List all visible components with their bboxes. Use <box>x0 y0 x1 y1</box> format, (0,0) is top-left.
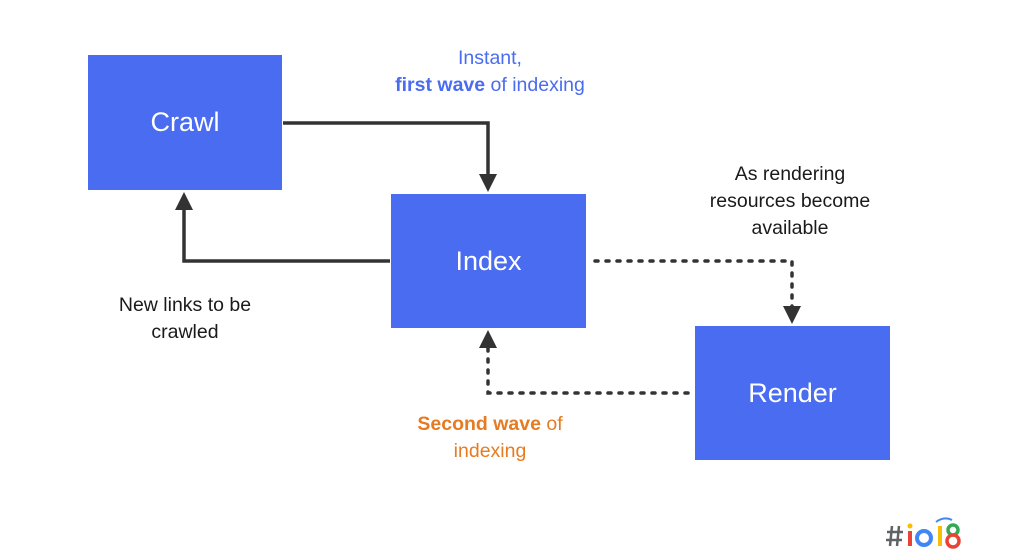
logo-i1 <box>908 531 912 546</box>
as-rendering-label: As rendering resources become available <box>670 161 910 242</box>
render-node: Render <box>695 326 890 460</box>
crawl-node: Crawl <box>88 55 282 190</box>
index-to-crawl-arrowhead <box>175 192 193 210</box>
render-node-label: Render <box>748 377 837 408</box>
io18-logo <box>886 516 986 550</box>
crawl-to-index-arrow <box>283 121 490 185</box>
render-to-index-arrowhead <box>479 330 497 348</box>
logo-1 <box>938 526 942 546</box>
render-to-index-arrow <box>486 343 690 395</box>
new-links-line2: crawled <box>151 321 219 343</box>
index-to-crawl-arrow <box>182 202 390 263</box>
logo-8-bottom <box>945 533 961 549</box>
index-node-label: Index <box>455 245 522 276</box>
second-wave-label: Second wave of indexing <box>370 411 610 465</box>
io18-logo-graphic <box>886 517 961 549</box>
first-wave-line1: Instant, <box>458 47 522 69</box>
as-rendering-line2: resources become <box>709 190 871 212</box>
second-wave-line2: indexing <box>453 440 527 462</box>
first-wave-line2: first wave of indexing <box>355 72 625 99</box>
new-links-label: New links to be crawled <box>70 292 300 346</box>
second-wave-line1: Second wave of <box>370 411 610 438</box>
hash-glyph <box>886 525 903 547</box>
first-wave-bold: first wave <box>395 74 486 96</box>
index-node: Index <box>391 194 586 328</box>
index-to-render-arrow <box>593 259 794 314</box>
first-wave-rest: of indexing <box>485 74 585 96</box>
logo-o <box>915 529 933 547</box>
as-rendering-line1: As rendering <box>734 163 846 185</box>
crawl-node-label: Crawl <box>150 107 220 137</box>
crawl-to-index-arrowhead <box>479 174 497 192</box>
index-to-render-arrowhead <box>783 306 801 324</box>
first-wave-label: Instant, first wave of indexing <box>355 45 625 99</box>
new-links-line1: New links to be <box>118 294 252 316</box>
as-rendering-line3: available <box>751 217 829 239</box>
second-wave-rest: of <box>540 413 563 435</box>
second-wave-bold: Second wave <box>417 413 541 435</box>
